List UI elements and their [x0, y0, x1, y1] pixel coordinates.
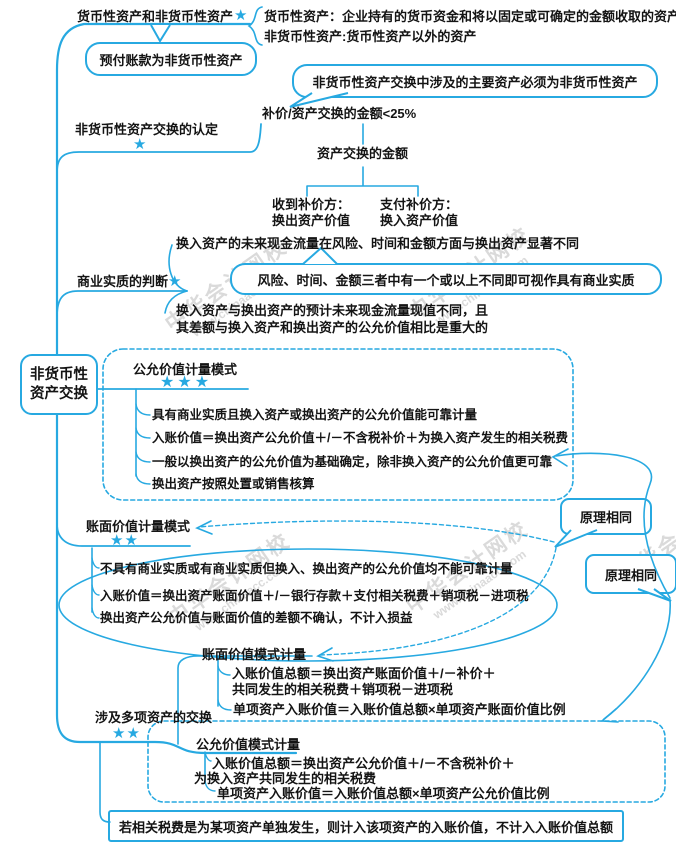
payer-line2: 换入资产价值 — [380, 213, 459, 228]
definition-monetary: 货币性资产：企业持有的货币资金和将以固定或可确定的金额收取的资产 — [264, 9, 676, 24]
fair-value-bullet: 具有商业实质且换入资产或换出资产的公允价值能可靠计量 — [152, 408, 478, 422]
ratio-condition: 补价/资产交换的金额<25% — [262, 106, 417, 121]
book-value-bullet: 不具有商业实质或有商业实质但换入、换出资产的公允价值均不能可靠计量 — [100, 562, 513, 576]
star-rating: ★ — [234, 7, 249, 24]
star-rating: ★ — [133, 136, 148, 153]
branch-label-multi-asset: 涉及多项资产的交换 — [95, 710, 213, 725]
root-label-line1: 非货币性 — [30, 366, 88, 383]
note-text: 非货币性资产交换中涉及的主要资产必须为非货币性资产 — [312, 74, 638, 90]
note-text: 风险、时间、金额三者中有一个或以上不同即可视作具有商业实质 — [257, 272, 635, 288]
star-rating: ★★ — [110, 532, 139, 549]
book-mode-bullet: 单项资产入账价值＝入账价值总额×单项资产账面价值比例 — [233, 702, 566, 717]
fair-value-bullet: 入账价值＝换出资产公允价值＋/－不含税补价＋为换入资产发生的相关税费 — [152, 431, 568, 445]
book-value-bullet: 换出资产公允价值与账面价值的差额不确认，不计入损益 — [100, 611, 413, 625]
note-bubble-commercial-substance: 风险、时间、金额三者中有一个或以上不同即可视作具有商业实质 — [230, 263, 662, 295]
definition-nonmonetary: 非货币性资产:货币性资产以外的资产 — [264, 29, 477, 44]
note-text: 若相关税费是为某项资产单独发生，则计入该项资产的入账价值，不计入入账价值总额 — [118, 819, 613, 835]
star-rating: ★ — [168, 273, 183, 290]
book-value-bullet: 入账价值＝换出资产账面价值＋/－银行存款＋支付相关税费＋销项税－进项税 — [100, 589, 529, 603]
substance-condition-2-line2: 其差额与换入资产和换出资产的公允价值相比是重大的 — [176, 320, 489, 335]
fv-mode-bullet: 入账价值总额＝换出资产公允价值＋/－不含税补价＋ — [212, 756, 515, 771]
note-text: 原理相同 — [579, 510, 632, 525]
fair-value-bullet: 一般以换出资产的公允价值为基础确定，除非换入资产的公允价值更可靠 — [152, 455, 553, 469]
branch-label-monetary: 货币性资产和非货币性资产 — [77, 9, 234, 24]
definitions-brace — [247, 6, 263, 46]
receiver-line2: 换出资产价值 — [272, 213, 351, 228]
fv-mode-bullet: 单项资产入账价值＝入账价值总额×单项资产公允价值比例 — [217, 786, 550, 801]
root-label-line2: 资产交换 — [30, 385, 88, 402]
star-rating: ★★ — [112, 725, 141, 742]
note-text: 原理相同 — [604, 567, 657, 583]
book-mode-label: 账面价值模式计量 — [202, 647, 307, 662]
bubble-tail — [150, 24, 171, 43]
branch-label-substance: 商业实质的判断 — [77, 274, 169, 289]
root-node: 非货币性 资产交换 — [20, 354, 98, 415]
book-mode-bullet: 共同发生的相关税费＋销项税－进项税 — [232, 682, 454, 697]
fv-mode-label: 公允价值模式计量 — [196, 737, 301, 752]
substance-condition-1: 换入资产的未来现金流量在风险、时间和金额方面与换出资产显著不同 — [176, 236, 580, 251]
note-bubble-prepaid: 预付账款为非货币性资产 — [85, 42, 257, 76]
fair-value-bullet: 换出资产按照处置或销售核算 — [152, 477, 315, 491]
book-mode-bullet: 入账价值总额＝换出资产账面价值＋/－补价＋ — [232, 666, 496, 681]
note-bubble-same-principle-2: 原理相同 — [585, 554, 676, 594]
note-text: 预付账款为非货币性资产 — [99, 52, 243, 68]
note-bubble-main-asset: 非货币性资产交换中涉及的主要资产必须为非货币性资产 — [292, 64, 658, 98]
fv-mode-bullet: 为换入资产共同发生的相关税费 — [194, 771, 377, 786]
star-rating: ★★★ — [160, 374, 213, 391]
note-box-related-tax: 若相关税费是为某项资产单独发生，则计入该项资产的入账价值，不计入入账价值总额 — [108, 810, 624, 842]
payer-line1: 支付补价方： — [380, 197, 459, 212]
arrow-to-fv-mode — [603, 599, 671, 720]
receiver-line1: 收到补价方： — [272, 197, 351, 212]
substance-condition-2-line1: 换入资产与换出资产的预计未来现金流量现值不同，且 — [176, 303, 489, 318]
exchange-amount: 资产交换的金额 — [317, 146, 409, 161]
note-bubble-same-principle-1: 原理相同 — [560, 498, 652, 535]
